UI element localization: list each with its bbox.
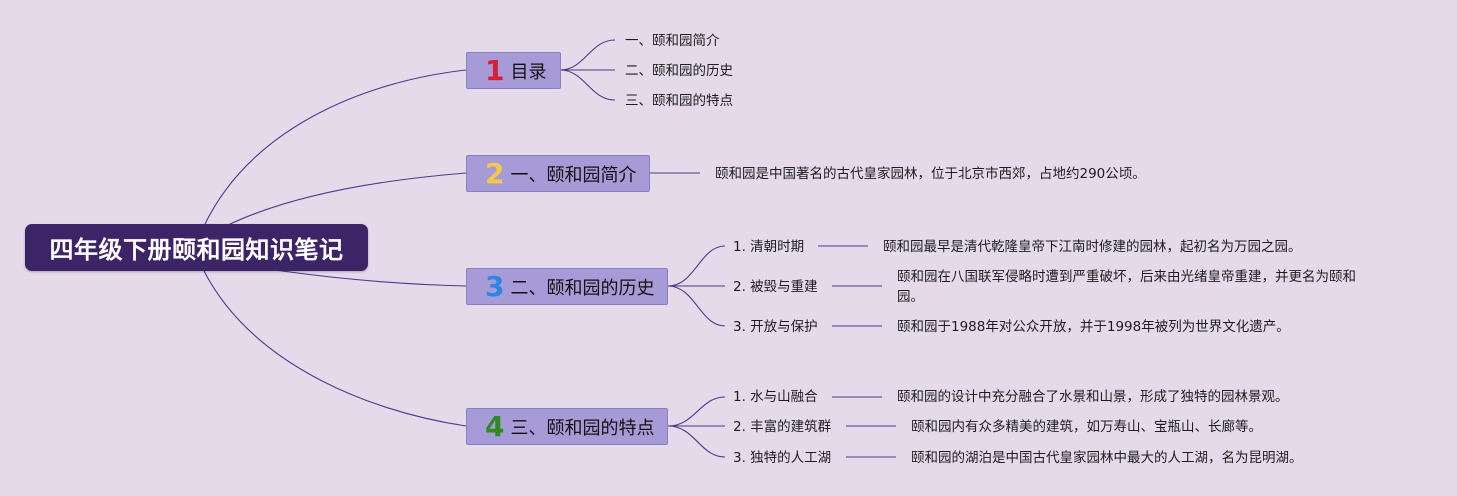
contents-item-3[interactable]: 三、颐和园的特点 (625, 93, 733, 109)
features-subtopic-3[interactable]: 3. 独特的人工湖 (733, 450, 832, 466)
link-b4-sub-3 (667, 425, 726, 458)
branch-features[interactable]: 4 三、颐和园的特点 (466, 408, 668, 445)
branch-label: 三、颐和园的特点 (510, 417, 655, 439)
branch-number-2: 2 (485, 156, 505, 190)
branch-number-4: 4 (485, 409, 505, 443)
branch-contents[interactable]: 1 目录 (466, 52, 561, 89)
link-b3-sub-3 (667, 285, 726, 327)
contents-item-1[interactable]: 一、颐和园简介 (625, 33, 720, 49)
link-b1-item-3 (559, 69, 616, 101)
branch-label: 一、颐和园简介 (510, 164, 637, 186)
branch-introduction[interactable]: 2 一、颐和园简介 (466, 155, 650, 192)
branch-history[interactable]: 3 二、颐和园的历史 (466, 268, 668, 305)
history-detail-2[interactable]: 颐和园在八国联军侵略时遭到严重破坏，后来由光绪皇帝重建，并更名为颐和园。 (897, 269, 1356, 305)
branch-label: 二、颐和园的历史 (510, 277, 655, 299)
features-detail-1[interactable]: 颐和园的设计中充分融合了水景和山景，形成了独特的园林景观。 (897, 389, 1289, 405)
branch-number-3: 3 (485, 269, 505, 303)
root-topic[interactable]: 四年级下册颐和园知识笔记 (25, 224, 368, 271)
link-b3-sub-1 (667, 245, 726, 287)
features-detail-3[interactable]: 颐和园的湖泊是中国古代皇家园林中最大的人工湖，名为昆明湖。 (911, 450, 1303, 466)
link-root-branch-4 (203, 270, 467, 427)
link-b1-item-1 (559, 39, 616, 71)
contents-item-2[interactable]: 二、颐和园的历史 (625, 63, 733, 79)
introduction-detail[interactable]: 颐和园是中国著名的古代皇家园林，位于北京市西郊，占地约290公顷。 (715, 166, 1146, 182)
history-subtopic-1[interactable]: 1. 清朝时期 (733, 239, 805, 255)
history-subtopic-2[interactable]: 2. 被毁与重建 (733, 279, 818, 295)
features-detail-2[interactable]: 颐和园内有众多精美的建筑，如万寿山、宝瓶山、长廊等。 (911, 419, 1262, 435)
features-subtopic-1[interactable]: 1. 水与山融合 (733, 389, 818, 405)
history-detail-1[interactable]: 颐和园最早是清代乾隆皇帝下江南时修建的园林，起初名为万园之园。 (883, 239, 1302, 255)
features-subtopic-2[interactable]: 2. 丰富的建筑群 (733, 419, 832, 435)
branch-label: 目录 (510, 61, 547, 83)
link-root-branch-2 (225, 172, 467, 227)
branch-number-1: 1 (485, 53, 505, 87)
link-root-branch-1 (203, 69, 467, 227)
history-detail-3[interactable]: 颐和园于1988年对公众开放，并于1998年被列为世界文化遗产。 (897, 319, 1290, 335)
root-title: 四年级下册颐和园知识笔记 (49, 236, 344, 264)
link-b4-sub-1 (667, 396, 726, 427)
history-subtopic-3[interactable]: 3. 开放与保护 (733, 319, 818, 335)
link-root-branch-3 (274, 269, 467, 287)
